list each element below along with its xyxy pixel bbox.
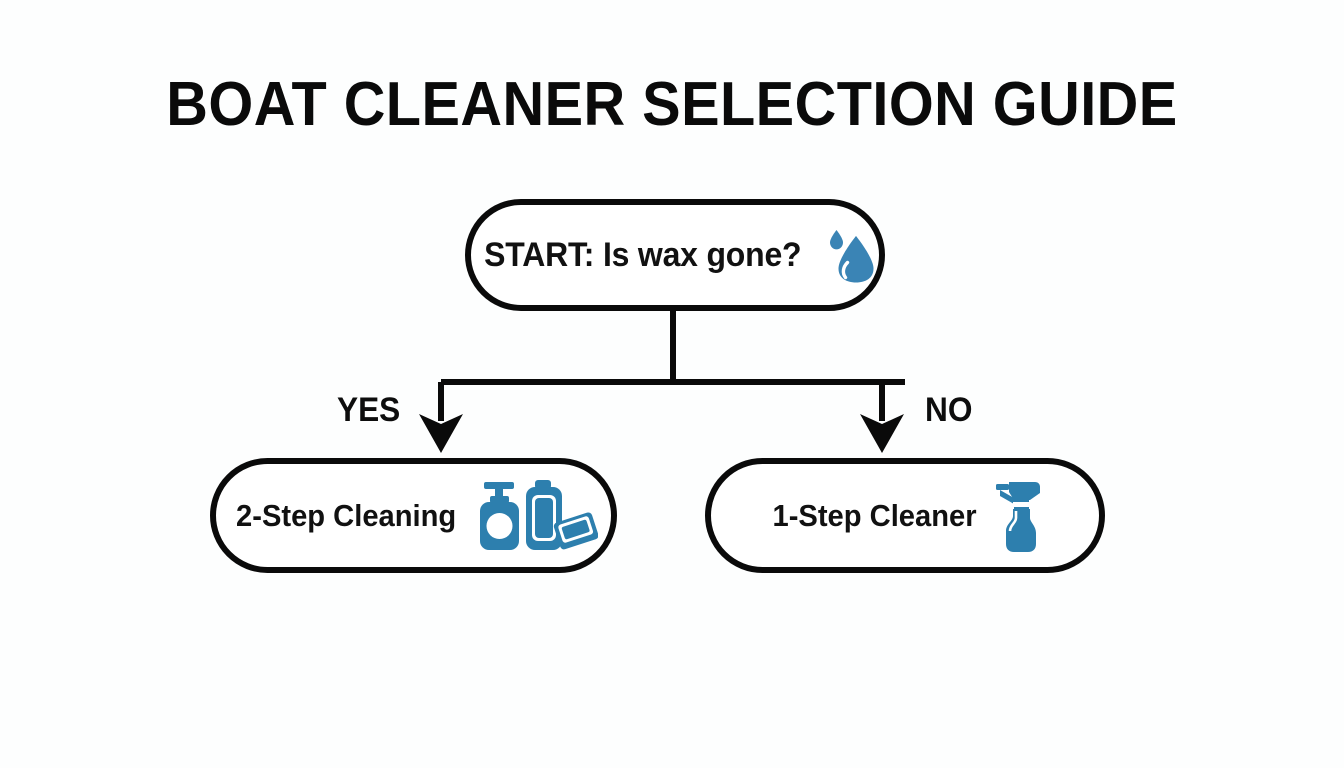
node-start-label: START: Is wax gone? [484, 235, 802, 274]
arrowhead-no-icon [860, 414, 904, 453]
node-one-step[interactable]: 1-Step Cleaner [705, 458, 1105, 573]
node-one-step-label: 1-Step Cleaner [772, 497, 978, 533]
water-droplet-icon [822, 226, 876, 284]
soap-bottles-sponge-icon [474, 478, 598, 554]
branch-label-no: NO [925, 391, 973, 429]
node-two-step-label: 2-Step Cleaning [236, 497, 457, 533]
node-start[interactable]: START: Is wax gone? [465, 199, 885, 311]
spray-bottle-icon [994, 478, 1044, 554]
arrowhead-yes-icon [419, 414, 463, 453]
page-title: BOAT CLEANER SELECTION GUIDE [166, 70, 1178, 139]
node-two-step[interactable]: 2-Step Cleaning [210, 458, 617, 573]
branch-label-yes: YES [337, 391, 401, 429]
